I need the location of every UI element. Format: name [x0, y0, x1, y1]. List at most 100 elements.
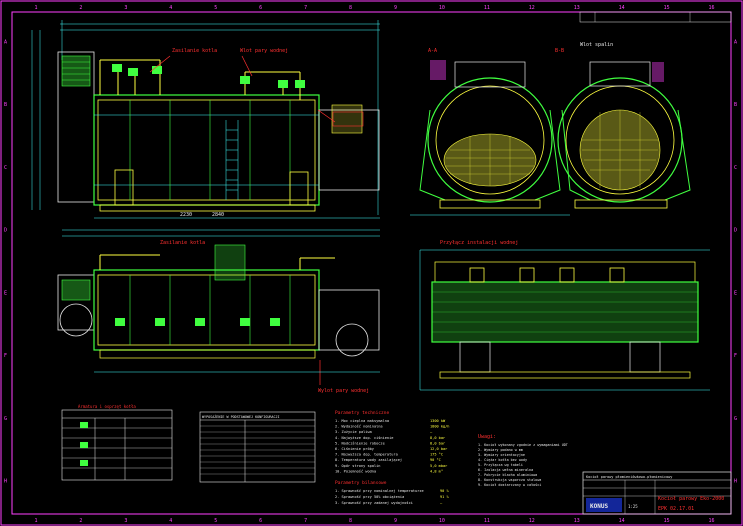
grid-number-top: 12 — [529, 5, 535, 11]
param-label: 7. Najwyższa dop. temperatura — [335, 453, 398, 457]
note-line: 7. Pokrycie blacha aluminiowa — [478, 473, 537, 477]
grid-letter-right: B — [734, 102, 737, 108]
section-b-caption: Wlot spalin — [580, 42, 613, 48]
grid-number-top: 14 — [619, 5, 625, 11]
grid-letter-right: A — [734, 39, 737, 45]
grid-number-top: 5 — [214, 5, 217, 11]
grid-number-bottom: 16 — [709, 518, 715, 524]
param-label: 3. Zużycie paliwa — [335, 430, 372, 434]
grid-number-bottom: 10 — [439, 518, 445, 524]
param-label: 4. Najwyższe dop. ciśnienie — [335, 436, 393, 440]
param-value: 90 °C — [430, 458, 441, 462]
grid-number-bottom: 12 — [529, 518, 535, 524]
section-b-label: B-B — [555, 48, 564, 54]
grid-number-bottom: 11 — [484, 518, 490, 524]
plan-view — [57, 229, 380, 385]
front-label-feed: Zasilanie kotla — [172, 48, 217, 54]
fitting-table — [61, 409, 173, 481]
param-value: 1800 kg/h — [430, 425, 449, 429]
notes-list: 1. Kocioł wykonany zgodnie z wymaganiami… — [478, 443, 568, 487]
param-value: 175 °C — [430, 453, 443, 457]
note-line: 4. Ciężar kotła bez wody — [478, 458, 527, 462]
drawing-scale: 1:25 — [628, 504, 638, 509]
plan-label-feed: Zasilanie kotla — [160, 240, 205, 246]
param-label: 5. Nadciśnienie robocze — [335, 441, 385, 445]
grid-letter-left: D — [4, 228, 7, 234]
grid-letter-right: C — [734, 165, 737, 171]
grid-number-top: 11 — [484, 5, 490, 11]
grid-number-bottom: 9 — [394, 518, 397, 524]
grid-number-bottom: 7 — [304, 518, 307, 524]
note-line: 3. Wymiary orientacyjne — [478, 453, 525, 457]
frame-grid-labels: 1122334455667788991010111112121313141415… — [4, 5, 737, 524]
grid-number-bottom: 13 — [574, 518, 580, 524]
param-sub-value: 90 % — [440, 489, 449, 493]
grid-letter-right: G — [734, 416, 737, 422]
grid-number-top: 8 — [349, 5, 352, 11]
revision-block — [579, 11, 732, 23]
param-label: 1. Moc cieplna maksymalna — [335, 419, 389, 423]
param-label: 9. Opór strony spalin — [335, 464, 380, 468]
param-value: 8,0 bar — [430, 436, 446, 440]
grid-number-top: 4 — [169, 5, 172, 11]
grid-number-top: 10 — [439, 5, 445, 11]
title-header: Kocioł parowy płomieniówkowo-płomienicow… — [586, 475, 672, 479]
grid-letter-right: E — [734, 290, 737, 296]
grid-number-bottom: 2 — [79, 518, 82, 524]
notes-title: Uwagi: — [478, 434, 496, 440]
note-line: 1. Kocioł wykonany zgodnie z wymaganiami… — [478, 443, 568, 447]
note-line: 5. Przyłącza wg tabeli — [478, 463, 523, 467]
side-view — [419, 249, 710, 391]
param-value: 12,0 bar — [430, 447, 448, 451]
section-a-label: A-A — [428, 48, 437, 54]
grid-letter-left: B — [4, 102, 7, 108]
param-sub-value: — — [440, 501, 443, 505]
plan-label-steam: Wylot pary wodnej — [318, 388, 369, 394]
param-label: 6. Ciśnienie próby — [335, 447, 375, 451]
grid-number-top: 9 — [394, 5, 397, 11]
grid-number-bottom: 5 — [214, 518, 217, 524]
param-value: 5,0 mbar — [430, 464, 448, 468]
section-b-view — [557, 61, 691, 209]
param-label: 8. Temperatura wody zasilającej — [335, 458, 402, 462]
grid-number-top: 15 — [664, 5, 670, 11]
grid-number-bottom: 1 — [34, 518, 37, 524]
grid-number-top: 3 — [124, 5, 127, 11]
front-dim-1: 2230 — [180, 212, 192, 218]
params-title: Parametry techniczne — [335, 410, 389, 416]
grid-letter-left: E — [4, 290, 7, 296]
param-sub-label: 1. Sprawność przy nominalnej temperaturz… — [335, 489, 424, 493]
drawing-number: EPK 02.17.01 — [658, 506, 694, 512]
grid-number-top: 6 — [259, 5, 262, 11]
grid-letter-left: G — [4, 416, 7, 422]
note-line: 2. Wymiary podano w mm — [478, 448, 523, 452]
title-block — [582, 471, 732, 515]
param-value: 1300 kW — [430, 419, 446, 423]
grid-letter-left: A — [4, 39, 7, 45]
param-label: 10. Pojemność wodna — [335, 469, 376, 473]
intro-table — [199, 411, 316, 483]
params-sublist: 1. Sprawność przy nominalnej temperaturz… — [335, 489, 449, 505]
param-value: 4,8 m³ — [430, 469, 443, 473]
grid-number-top: 7 — [304, 5, 307, 11]
grid-number-top: 13 — [574, 5, 580, 11]
grid-number-top: 1 — [34, 5, 37, 11]
grid-letter-left: C — [4, 165, 7, 171]
drawing-title: Kocioł parowy Eko-2000 — [658, 496, 724, 502]
side-caption: Przyłącz instalacji wodnej — [440, 240, 518, 246]
grid-letter-left: H — [4, 479, 7, 485]
grid-number-top: 2 — [79, 5, 82, 11]
grid-number-bottom: 4 — [169, 518, 172, 524]
fitting-table-title: Armatura i osprzęt kotła — [78, 404, 136, 409]
note-line: 8. Konstrukcja wsporcza stalowa — [478, 478, 541, 482]
param-value: 8,0 bar — [430, 441, 446, 445]
intro-table-title: WYPOSAŻENIE W PODSTAWOWEJ KONFIGURACJI — [202, 414, 280, 419]
front-dim-2: 2840 — [212, 212, 224, 218]
grid-number-bottom: 6 — [259, 518, 262, 524]
note-line: 9. Kocioł dostarczany w całości — [478, 483, 541, 487]
params-subtitle: Parametry bilansowe — [335, 480, 387, 486]
param-value: — — [430, 430, 433, 434]
